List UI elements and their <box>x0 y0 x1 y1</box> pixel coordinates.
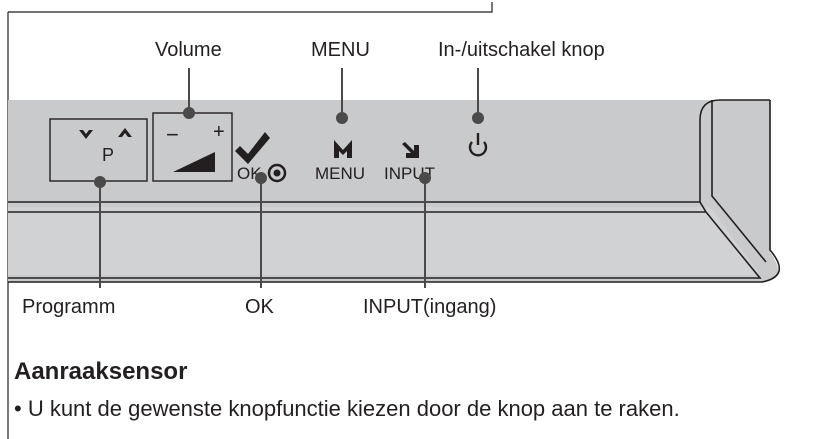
bezel-outline <box>8 99 780 283</box>
power-callout: In-/uitschakel knop <box>438 39 605 61</box>
chevron-up-icon <box>118 128 132 137</box>
input-callout: INPUT(ingang) <box>363 296 497 318</box>
volume-plus-icon: + <box>213 121 225 143</box>
chevron-down-icon <box>79 130 93 139</box>
ok-target-dot <box>273 169 281 177</box>
tv-lower-strip <box>8 207 760 275</box>
programm-callout: Programm <box>22 296 116 318</box>
leader-lines <box>94 68 484 288</box>
programm-button-label: P <box>102 145 114 165</box>
input-arrow-icon <box>402 142 419 158</box>
menu-callout: MENU <box>311 39 370 61</box>
ok-callout: OK <box>245 296 274 318</box>
menu-icon <box>334 140 352 158</box>
power-icon <box>468 141 488 157</box>
programm-button-box[interactable] <box>49 118 148 182</box>
ok-target-icon <box>267 163 287 183</box>
bezel-corner-line <box>711 100 767 263</box>
section-heading: Aanraaksensor <box>14 358 188 385</box>
volume-minus-icon: − <box>166 122 179 147</box>
checkmark-icon <box>235 132 270 164</box>
menu-button-label: MENU <box>315 164 365 183</box>
section-bullet: • U kunt de gewenste knopfunctie kiezen … <box>14 396 680 421</box>
volume-ramp-icon <box>173 152 215 172</box>
volume-callout: Volume <box>155 39 222 61</box>
